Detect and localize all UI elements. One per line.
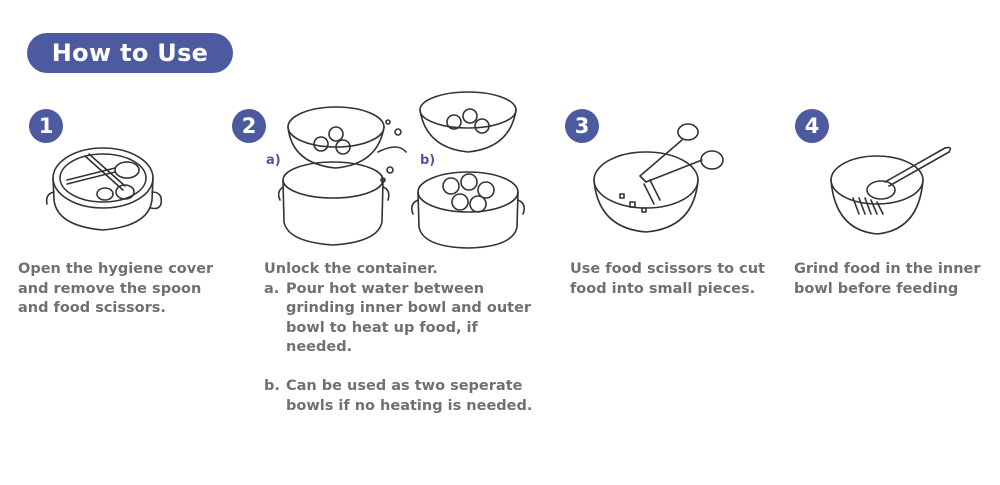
step-2-item-b-marker: b. xyxy=(264,378,280,394)
step-3-illustration xyxy=(590,118,730,240)
step-2-item-a-text: Pour hot water between grinding inner bo… xyxy=(286,280,532,356)
step-2-label-a: a) xyxy=(266,153,281,168)
step-1-illustration xyxy=(45,140,170,240)
step-2-label-b: b) xyxy=(420,153,436,168)
step-2-item-a: a. Pour hot water between grinding inner… xyxy=(264,280,532,358)
step-1-text: Open the hygiene cover and remove the sp… xyxy=(18,261,214,316)
step-2-intro: Unlock the container. xyxy=(264,261,438,277)
step-2-badge: 2 xyxy=(232,109,266,143)
step-1-badge: 1 xyxy=(29,109,63,143)
step-2-list: a. Pour hot water between grinding inner… xyxy=(264,280,532,417)
step-4-badge: 4 xyxy=(795,109,829,143)
step-3-text: Use food scissors to cut food into small… xyxy=(570,261,765,297)
page-title: How to Use xyxy=(27,33,233,73)
step-2-illustration xyxy=(278,82,533,250)
step-2-item-a-marker: a. xyxy=(264,280,280,297)
step-4-illustration xyxy=(825,140,960,240)
step-2-item-b-text: Can be used as two seperate bowls if no … xyxy=(286,378,533,414)
step-2-item-b: b. Can be used as two seperate bowls if … xyxy=(264,377,532,416)
step-4-text: Grind food in the inner bowl before feed… xyxy=(794,261,981,297)
step-3-badge: 3 xyxy=(565,109,599,143)
